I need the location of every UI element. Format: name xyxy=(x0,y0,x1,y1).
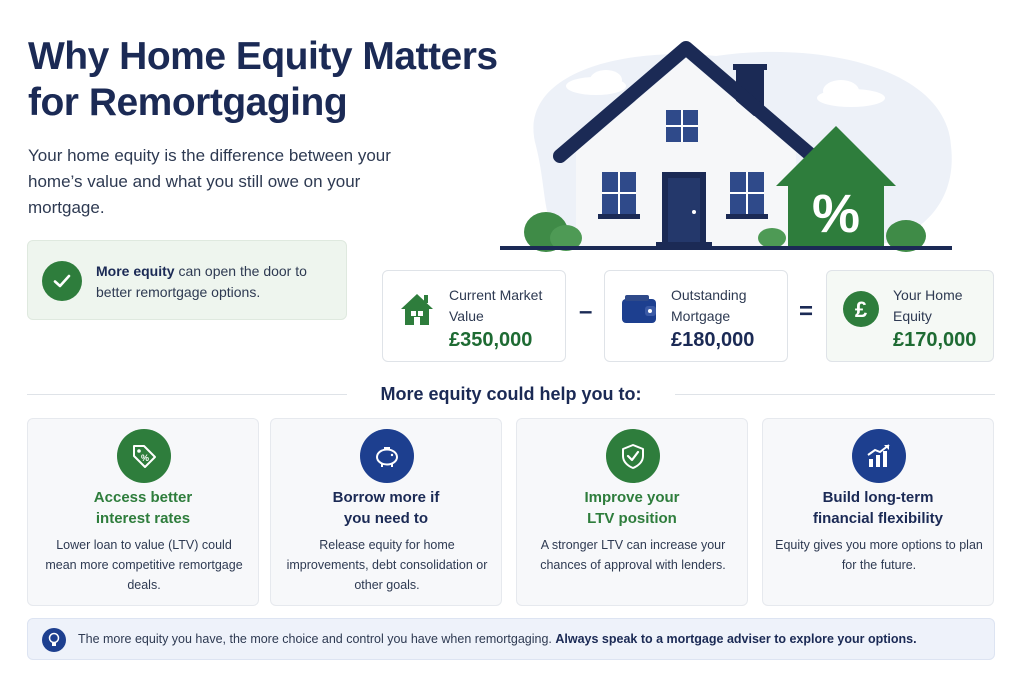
svg-text:%: % xyxy=(812,184,860,244)
callout-text: More equity can open the door to better … xyxy=(96,261,341,303)
equity-callout: More equity can open the door to better … xyxy=(27,240,347,320)
svg-text:£: £ xyxy=(855,297,868,322)
market-value-card: Current Market Value £350,000 xyxy=(382,270,566,362)
benefit-card-ltv: Improve your LTV position A stronger LTV… xyxy=(516,418,748,606)
market-value-amount: £350,000 xyxy=(449,329,533,351)
callout-bold: More equity xyxy=(96,263,175,279)
outstanding-mortgage-label: Outstanding Mortgage xyxy=(671,287,747,324)
lightbulb-icon xyxy=(42,628,66,652)
outstanding-mortgage-amount: £180,000 xyxy=(671,329,755,351)
wallet-icon xyxy=(619,289,659,334)
tip-text-bold: Always speak to a mortgage adviser to ex… xyxy=(555,632,917,646)
tip-text-plain: The more equity you have, the more choic… xyxy=(78,632,556,646)
intro-text: Your home equity is the difference betwe… xyxy=(28,146,391,217)
benefit-desc: Equity gives you more options to plan fo… xyxy=(775,538,983,572)
benefit-card-borrow: Borrow more if you need to Release equit… xyxy=(270,418,502,606)
house-icon xyxy=(397,289,437,334)
home-equity-amount: £170,000 xyxy=(893,329,977,351)
minus-operator: – xyxy=(579,298,593,325)
benefit-card-rates: % Access better interest rates Lower loa… xyxy=(27,418,259,606)
svg-text:%: % xyxy=(141,453,149,463)
divider-line-right xyxy=(675,394,995,395)
pound-icon: £ xyxy=(841,289,881,334)
price-tag-icon: % xyxy=(117,429,171,483)
shield-check-icon xyxy=(606,429,660,483)
benefit-desc: A stronger LTV can increase your chances… xyxy=(540,538,726,572)
market-value-label: Current Market Value xyxy=(449,287,543,324)
adviser-tip-bar: The more equity you have, the more choic… xyxy=(27,618,995,660)
piggy-bank-icon xyxy=(360,429,414,483)
equals-operator: = xyxy=(799,298,814,325)
checkmark-icon xyxy=(42,261,82,301)
home-equity-label: Your Home Equity xyxy=(893,287,963,324)
benefits-heading: More equity could help you to: xyxy=(380,384,642,404)
benefit-desc: Release equity for home improvements, de… xyxy=(286,538,488,592)
benefit-desc: Lower loan to value (LTV) could mean mor… xyxy=(45,538,243,592)
benefit-title: Access better interest rates xyxy=(93,489,193,527)
benefits-divider: More equity could help you to: xyxy=(27,380,995,410)
house-illustration: % xyxy=(496,36,966,260)
benefit-title: Improve your LTV position xyxy=(584,489,680,527)
benefit-title: Borrow more if you need to xyxy=(332,489,440,527)
outstanding-mortgage-card: Outstanding Mortgage £180,000 xyxy=(604,270,788,362)
page-title: Why Home Equity Matters for Remortgaging xyxy=(28,35,498,124)
growth-chart-icon xyxy=(852,429,906,483)
callout-rest: can open the door to better remortgage o… xyxy=(96,263,307,300)
tip-text: The more equity you have, the more choic… xyxy=(78,632,917,646)
benefit-title: Build long-term financial flexibility xyxy=(812,489,944,527)
benefit-card-flexibility: Build long-term financial flexibility Eq… xyxy=(762,418,994,606)
divider-line-left xyxy=(27,394,347,395)
home-equity-card: £ Your Home Equity £170,000 xyxy=(826,270,994,362)
